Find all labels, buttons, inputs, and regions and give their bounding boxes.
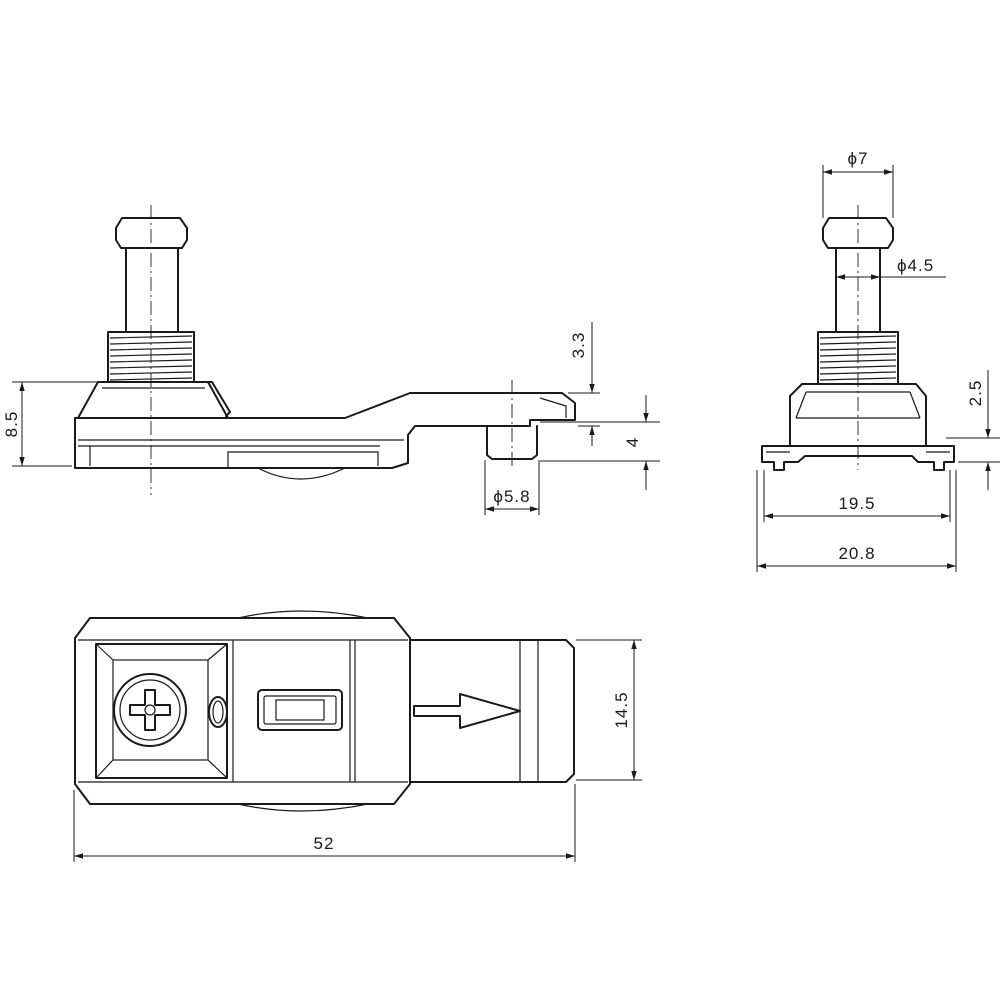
- dim-top-length: 52: [314, 834, 335, 853]
- dim-front-offset: 3.3: [569, 332, 588, 359]
- side-view: [761, 205, 955, 471]
- dim-side-outer-width: 20.8: [838, 544, 875, 563]
- dim-top-width: 14.5: [612, 691, 631, 728]
- top-view: [74, 610, 575, 812]
- dim-side-shaft-dia: ϕ4.5: [897, 256, 934, 275]
- dim-side-head-dia: ϕ7: [848, 149, 869, 168]
- dim-front-pin-dia: ϕ5.8: [493, 487, 530, 506]
- front-dimensions: 8.5 3.3 4 ϕ5.8: [2, 322, 660, 515]
- front-view: [74, 205, 576, 495]
- dim-front-pin-height: 4: [623, 437, 642, 447]
- top-dimensions: 14.5 52: [73, 639, 642, 862]
- dim-side-inner-width: 19.5: [838, 494, 875, 513]
- dim-front-height: 8.5: [2, 411, 21, 438]
- side-dimensions: ϕ7 ϕ4.5 2.5 19.5 20.8: [756, 149, 1000, 572]
- dim-side-base-height: 2.5: [966, 380, 985, 407]
